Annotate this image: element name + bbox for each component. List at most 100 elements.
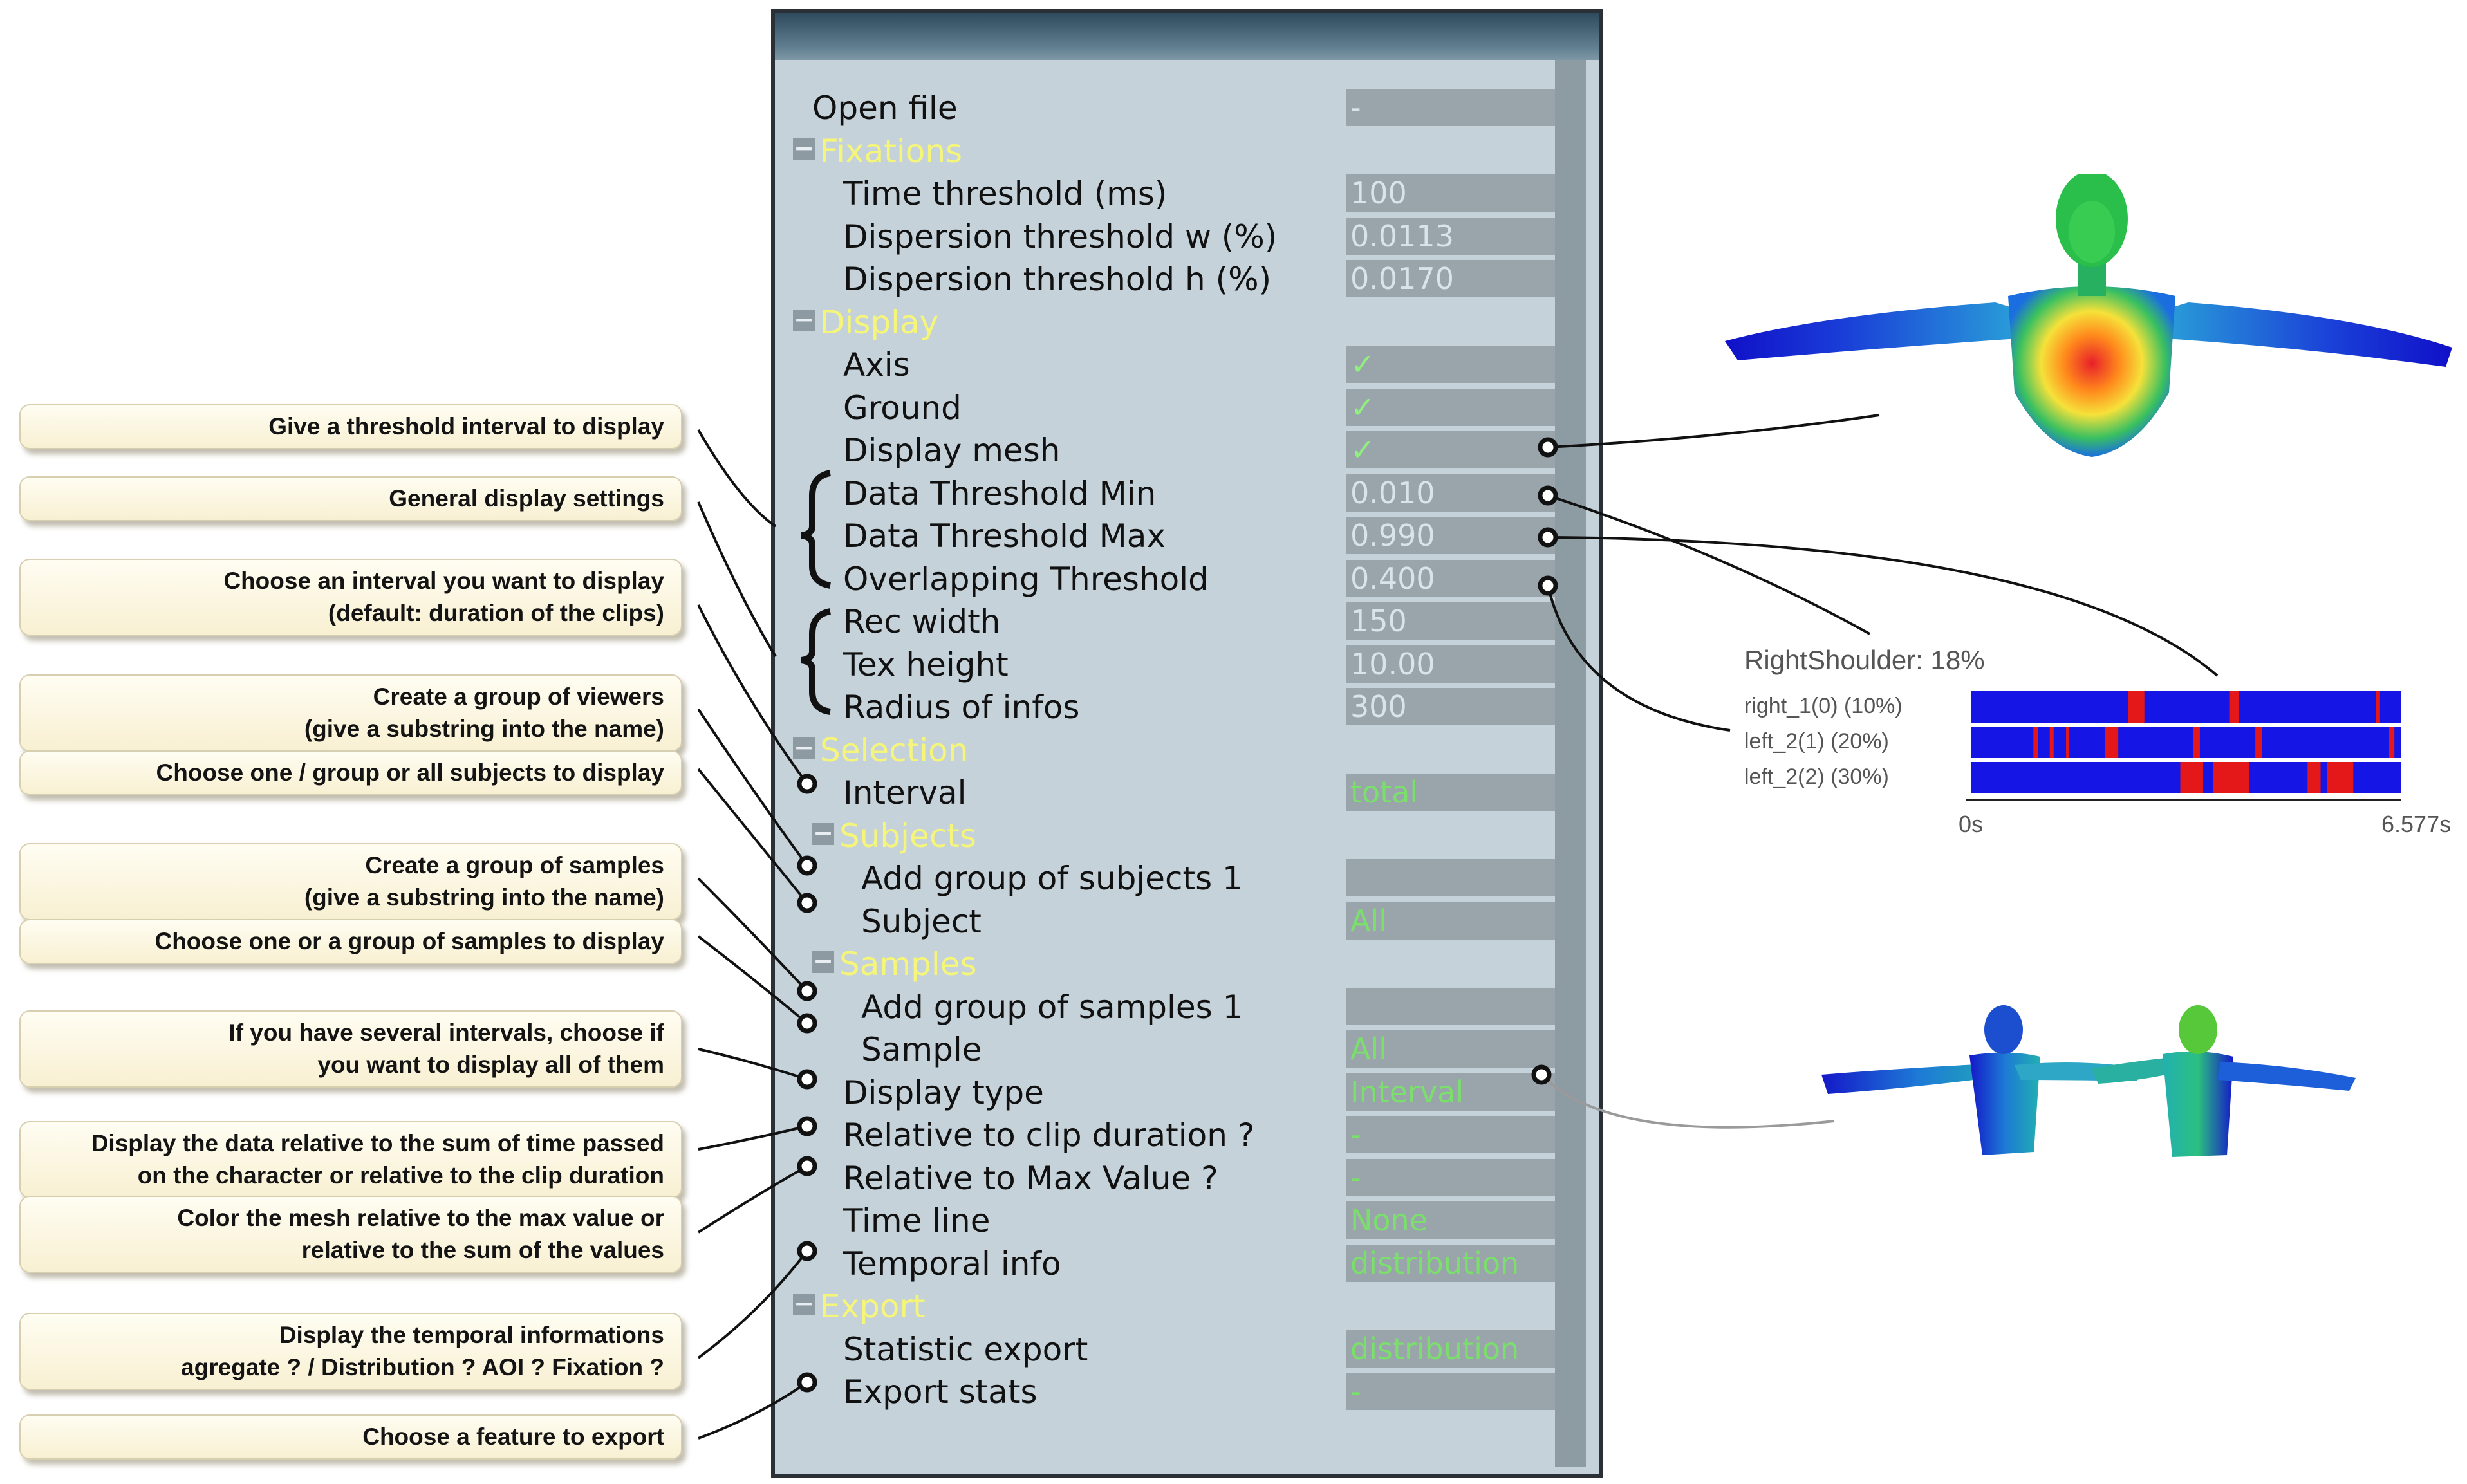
section-title[interactable]: Selection: [820, 731, 969, 769]
timeline-segment: [2307, 762, 2321, 793]
section-samples: −Samples: [775, 942, 1599, 985]
callout-line: (give a substring into the name): [304, 716, 664, 742]
timeline-segment: [2376, 691, 2380, 723]
callout-line: Give a threshold interval to display: [268, 413, 664, 440]
field-value-tex-height[interactable]: 10.00: [1346, 645, 1555, 683]
section-title[interactable]: Subjects: [839, 817, 976, 855]
field-value-relative-to-max-value[interactable]: -: [1346, 1158, 1555, 1196]
timeline-segment: [2213, 762, 2249, 793]
timeline-track-label: left_2(2) (30%): [1744, 765, 1889, 789]
callout-3: Choose an interval you want to display(d…: [19, 559, 682, 636]
field-value-rec-width[interactable]: 150: [1346, 602, 1555, 640]
field-label: Add group of samples 1: [861, 988, 1243, 1026]
callout-line: General display settings: [389, 485, 664, 512]
section-title[interactable]: Fixations: [820, 132, 963, 170]
field-value-display-mesh[interactable]: ✓: [1346, 431, 1555, 468]
callout-line: you want to display all of them: [317, 1052, 664, 1078]
collapse-toggle-icon[interactable]: −: [812, 818, 834, 847]
timeline-track-bar: [1971, 727, 2401, 758]
field-label: Open file: [812, 89, 958, 127]
timeline-segment: [2033, 727, 2038, 758]
field-label: Display type: [843, 1073, 1044, 1111]
timeline-chart: RightShoulder: 18%right_1(0) (10%)left_2…: [1744, 645, 2451, 837]
field-label: Dispersion threshold w (%): [843, 218, 1278, 255]
field-value-statistic-export[interactable]: distribution: [1346, 1330, 1555, 1368]
timeline-segment: [2193, 727, 2200, 758]
timeline-title: RightShoulder: 18%: [1744, 645, 1985, 675]
callout-line: Choose one / group or all subjects to di…: [156, 759, 664, 786]
row-tex-height: Tex height 10.00: [775, 643, 1599, 685]
field-label: Tex height: [843, 645, 1009, 683]
section-title[interactable]: Samples: [839, 945, 977, 983]
callout-line: (default: duration of the clips): [328, 600, 664, 626]
row-time-threshold-ms: Time threshold (ms)100: [775, 172, 1599, 214]
callout-12: Choose a feature to export: [19, 1414, 682, 1460]
field-value-axis[interactable]: ✓: [1346, 346, 1555, 383]
field-label: Rec width: [843, 603, 1001, 640]
collapse-toggle-icon[interactable]: −: [793, 133, 815, 162]
field-value-add-group-of-samples-1[interactable]: [1346, 987, 1555, 1025]
panel-titlebar[interactable]: [775, 13, 1599, 60]
field-value-export-stats[interactable]: -: [1346, 1373, 1555, 1410]
field-value-overlapping-threshold[interactable]: 0.400: [1346, 559, 1555, 597]
callout-line: Create a group of viewers: [373, 683, 664, 710]
row-export-stats: Export stats -: [775, 1370, 1599, 1413]
figure-a-left-arm: [1821, 1063, 2015, 1094]
collapse-toggle-icon[interactable]: −: [812, 947, 834, 975]
callout-9: Display the data relative to the sum of …: [19, 1121, 682, 1198]
row-display-type: Display type Interval: [775, 1071, 1599, 1113]
row-interval: Interval total: [775, 771, 1599, 813]
collapse-toggle-icon[interactable]: −: [793, 1289, 815, 1317]
field-value-open-file[interactable]: -: [1346, 89, 1555, 126]
callout-4: Create a group of viewers (give a substri…: [19, 674, 682, 752]
field-value-radius-of-infos[interactable]: 300: [1346, 688, 1555, 725]
field-value-data-threshold-min[interactable]: 0.010: [1346, 474, 1555, 512]
callout-line: (give a substring into the name): [304, 884, 664, 911]
field-label: Relative to clip duration ?: [843, 1117, 1255, 1154]
figure-b-torso: [2163, 1051, 2233, 1157]
field-value-subject[interactable]: All: [1346, 902, 1555, 940]
field-value-temporal-info[interactable]: distribution: [1346, 1244, 1555, 1282]
field-value-ground[interactable]: ✓: [1346, 388, 1555, 426]
field-value-display-type[interactable]: Interval: [1346, 1073, 1555, 1111]
timeline-axis-end: 6.577s: [2381, 811, 2451, 837]
row-add-group-of-samples-1: Add group of samples 1: [775, 985, 1599, 1028]
callout-line: Create a group of samples: [365, 852, 664, 878]
field-label: Export stats: [843, 1373, 1038, 1411]
collapse-toggle-icon[interactable]: −: [793, 732, 815, 761]
field-value-time-line[interactable]: None: [1346, 1201, 1555, 1239]
figure-b-right-arm: [2217, 1062, 2356, 1091]
field-label: Relative to Max Value ?: [843, 1159, 1218, 1197]
collapse-toggle-icon[interactable]: −: [793, 304, 815, 333]
callout-1: Give a threshold interval to display: [19, 404, 682, 449]
field-label: Axis: [843, 346, 910, 384]
section-subjects: −Subjects: [775, 814, 1599, 857]
timeline-segment: [2327, 762, 2354, 793]
field-value-interval[interactable]: total: [1346, 774, 1555, 811]
panel-scrollbar[interactable]: [1555, 60, 1586, 1467]
timeline-segment: [2049, 727, 2054, 758]
timeline-segment: [2105, 727, 2119, 758]
field-value-add-group-of-subjects-1[interactable]: [1346, 859, 1555, 896]
field-label: Interval: [843, 774, 967, 812]
field-label: Temporal info: [843, 1245, 1061, 1283]
field-value-relative-to-clip-duration[interactable]: -: [1346, 1116, 1555, 1153]
field-value-time-threshold-ms[interactable]: 100: [1346, 174, 1555, 212]
timeline-segment: [2229, 691, 2239, 723]
row-open-file: Open file -: [775, 86, 1599, 129]
callout-line: relative to the sum of the values: [301, 1237, 664, 1263]
field-value-sample[interactable]: All: [1346, 1030, 1555, 1068]
timeline-track-bar: [1971, 691, 2401, 723]
field-value-data-threshold-max[interactable]: 0.990: [1346, 517, 1555, 554]
section-title[interactable]: Display: [820, 303, 939, 341]
section-title[interactable]: Export: [820, 1288, 926, 1325]
connector-threshold: [697, 429, 777, 528]
field-value-dispersion-threshold-w[interactable]: 0.0113: [1346, 217, 1555, 255]
field-value-dispersion-threshold-h[interactable]: 0.0170: [1346, 260, 1555, 297]
